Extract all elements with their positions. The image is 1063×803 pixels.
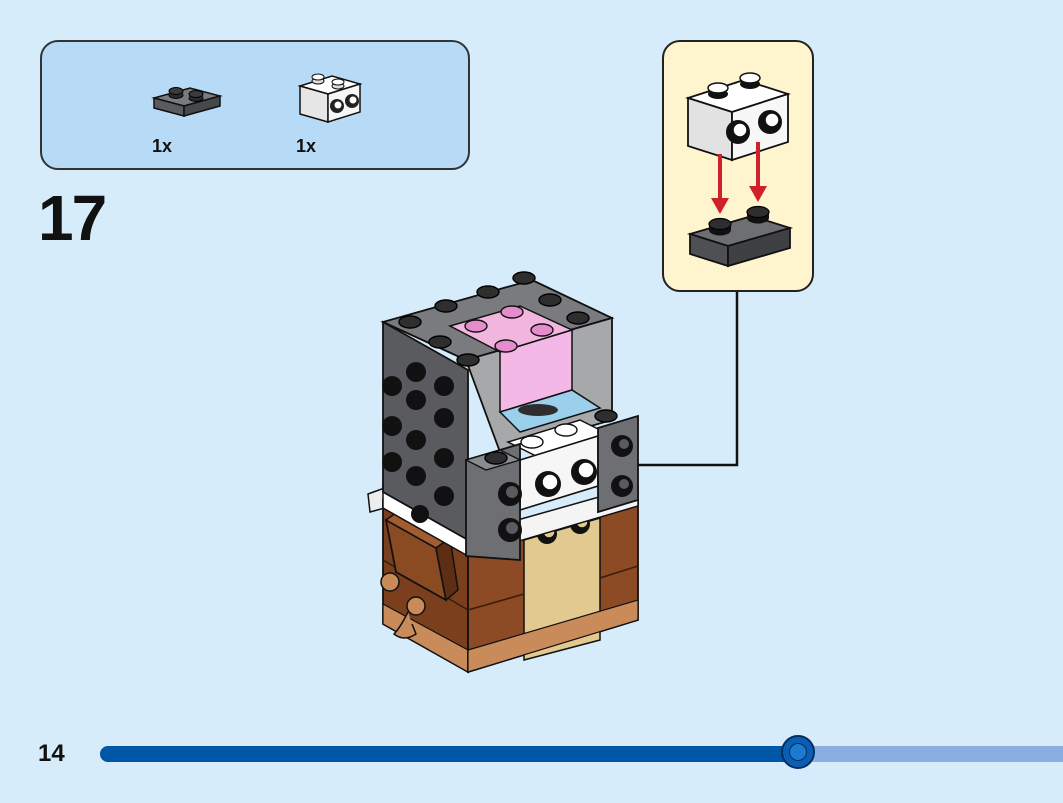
parts-list-box: 1x 1x: [40, 40, 470, 170]
step-number: 17: [38, 182, 107, 254]
top-studs-dark: [398, 271, 618, 465]
side-studs-left: [382, 362, 454, 523]
sub-assembly-callout: [662, 40, 814, 292]
page-number: 14: [38, 740, 65, 767]
callout-assembly-illustration: [685, 72, 794, 268]
part-dark-grey-plate-icon: [151, 87, 223, 117]
progress-fill: [100, 746, 799, 762]
part-quantity-brick: 1x: [296, 136, 317, 156]
part-white-brick-side-studs-icon: [297, 73, 363, 124]
progress-bar: [100, 735, 1063, 769]
progress-marker: [781, 735, 816, 769]
top-studs-pink: [464, 305, 554, 353]
part-quantity-plate: 1x: [152, 136, 173, 156]
